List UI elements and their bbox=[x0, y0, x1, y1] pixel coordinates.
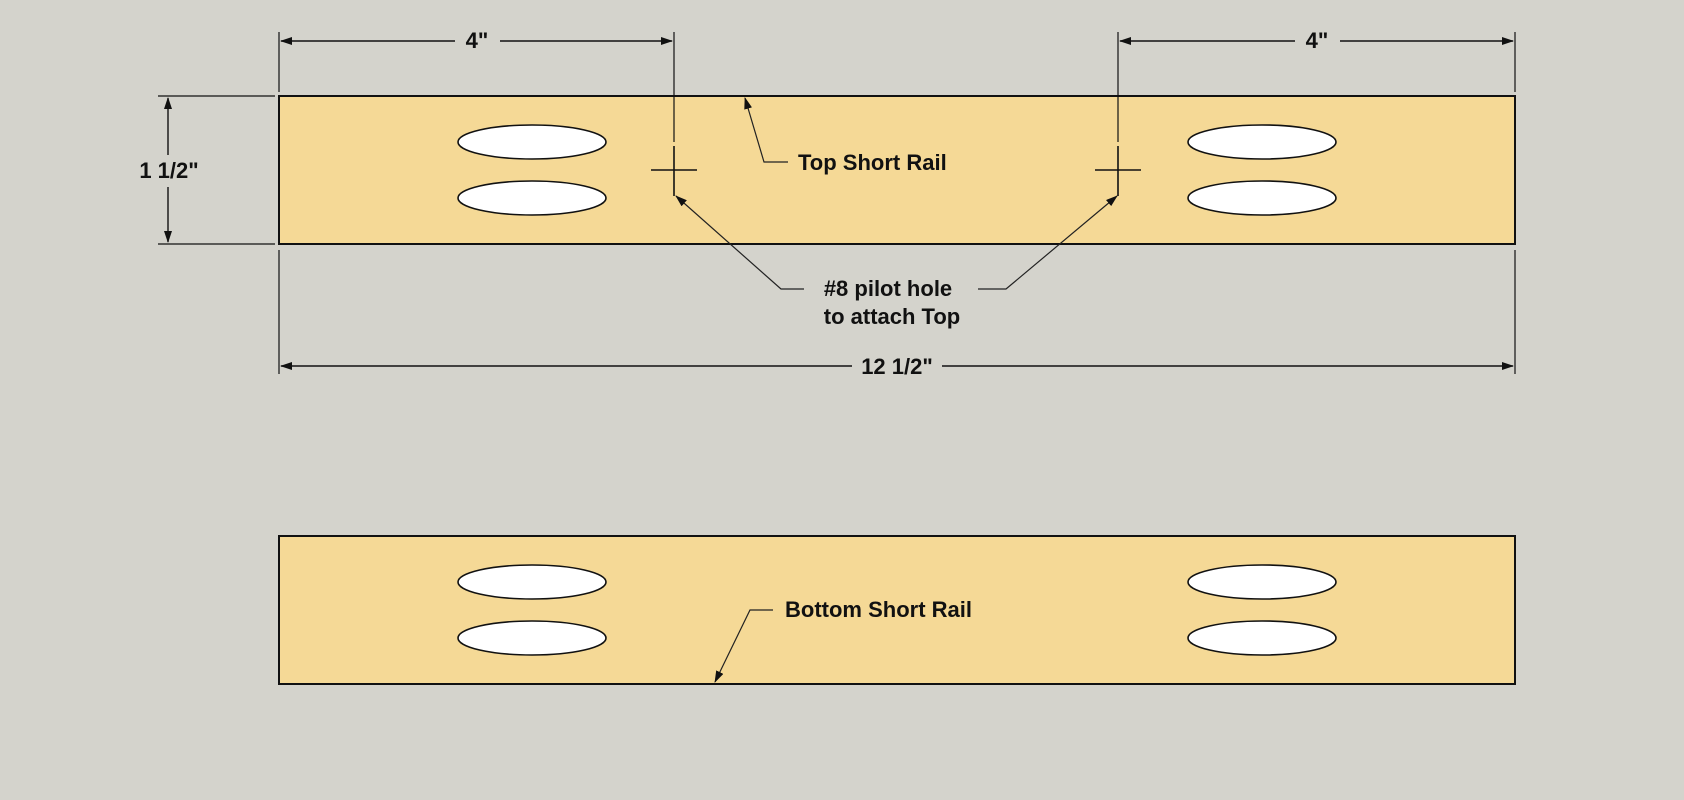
pocket-hole bbox=[1187, 124, 1337, 160]
top-rail-label: Top Short Rail bbox=[798, 150, 947, 175]
dimension-top-left: 4" bbox=[280, 28, 673, 53]
top-rail-right-pocket-holes bbox=[1187, 124, 1337, 216]
bottom-rail-left-pocket-holes bbox=[457, 564, 607, 656]
pilot-hole-label-line2: to attach Top bbox=[824, 304, 960, 329]
pilot-hole-callout: #8 pilot hole to attach Top bbox=[675, 195, 1118, 329]
right-pilot-hole-mark bbox=[1095, 146, 1141, 196]
pocket-hole bbox=[457, 564, 607, 600]
bottom-rail-label: Bottom Short Rail bbox=[785, 597, 972, 622]
dimension-length-label: 12 1/2" bbox=[861, 354, 933, 379]
pocket-hole bbox=[1187, 620, 1337, 656]
pocket-hole bbox=[457, 180, 607, 216]
dimension-length: 12 1/2" bbox=[280, 354, 1514, 379]
pocket-hole bbox=[1187, 180, 1337, 216]
dimension-top-left-label: 4" bbox=[466, 28, 489, 53]
bottom-rail-callout: Bottom Short Rail bbox=[714, 597, 972, 683]
left-pilot-hole-mark bbox=[651, 146, 697, 196]
dimension-height-label: 1 1/2" bbox=[139, 158, 198, 183]
top-rail-callout: Top Short Rail bbox=[744, 97, 947, 175]
extension-lines bbox=[158, 32, 1516, 374]
pilot-hole-label-line1: #8 pilot hole bbox=[824, 276, 952, 301]
top-rail-left-pocket-holes bbox=[457, 124, 607, 216]
pocket-hole bbox=[457, 620, 607, 656]
bottom-rail-right-pocket-holes bbox=[1187, 564, 1337, 656]
pocket-hole bbox=[1187, 564, 1337, 600]
dimension-top-right: 4" bbox=[1119, 28, 1514, 53]
top-short-rail-board bbox=[278, 95, 1516, 245]
dimension-top-right-label: 4" bbox=[1306, 28, 1329, 53]
dimension-height: 1 1/2" bbox=[139, 97, 199, 243]
bottom-short-rail-board bbox=[278, 535, 1516, 685]
pocket-hole bbox=[457, 124, 607, 160]
